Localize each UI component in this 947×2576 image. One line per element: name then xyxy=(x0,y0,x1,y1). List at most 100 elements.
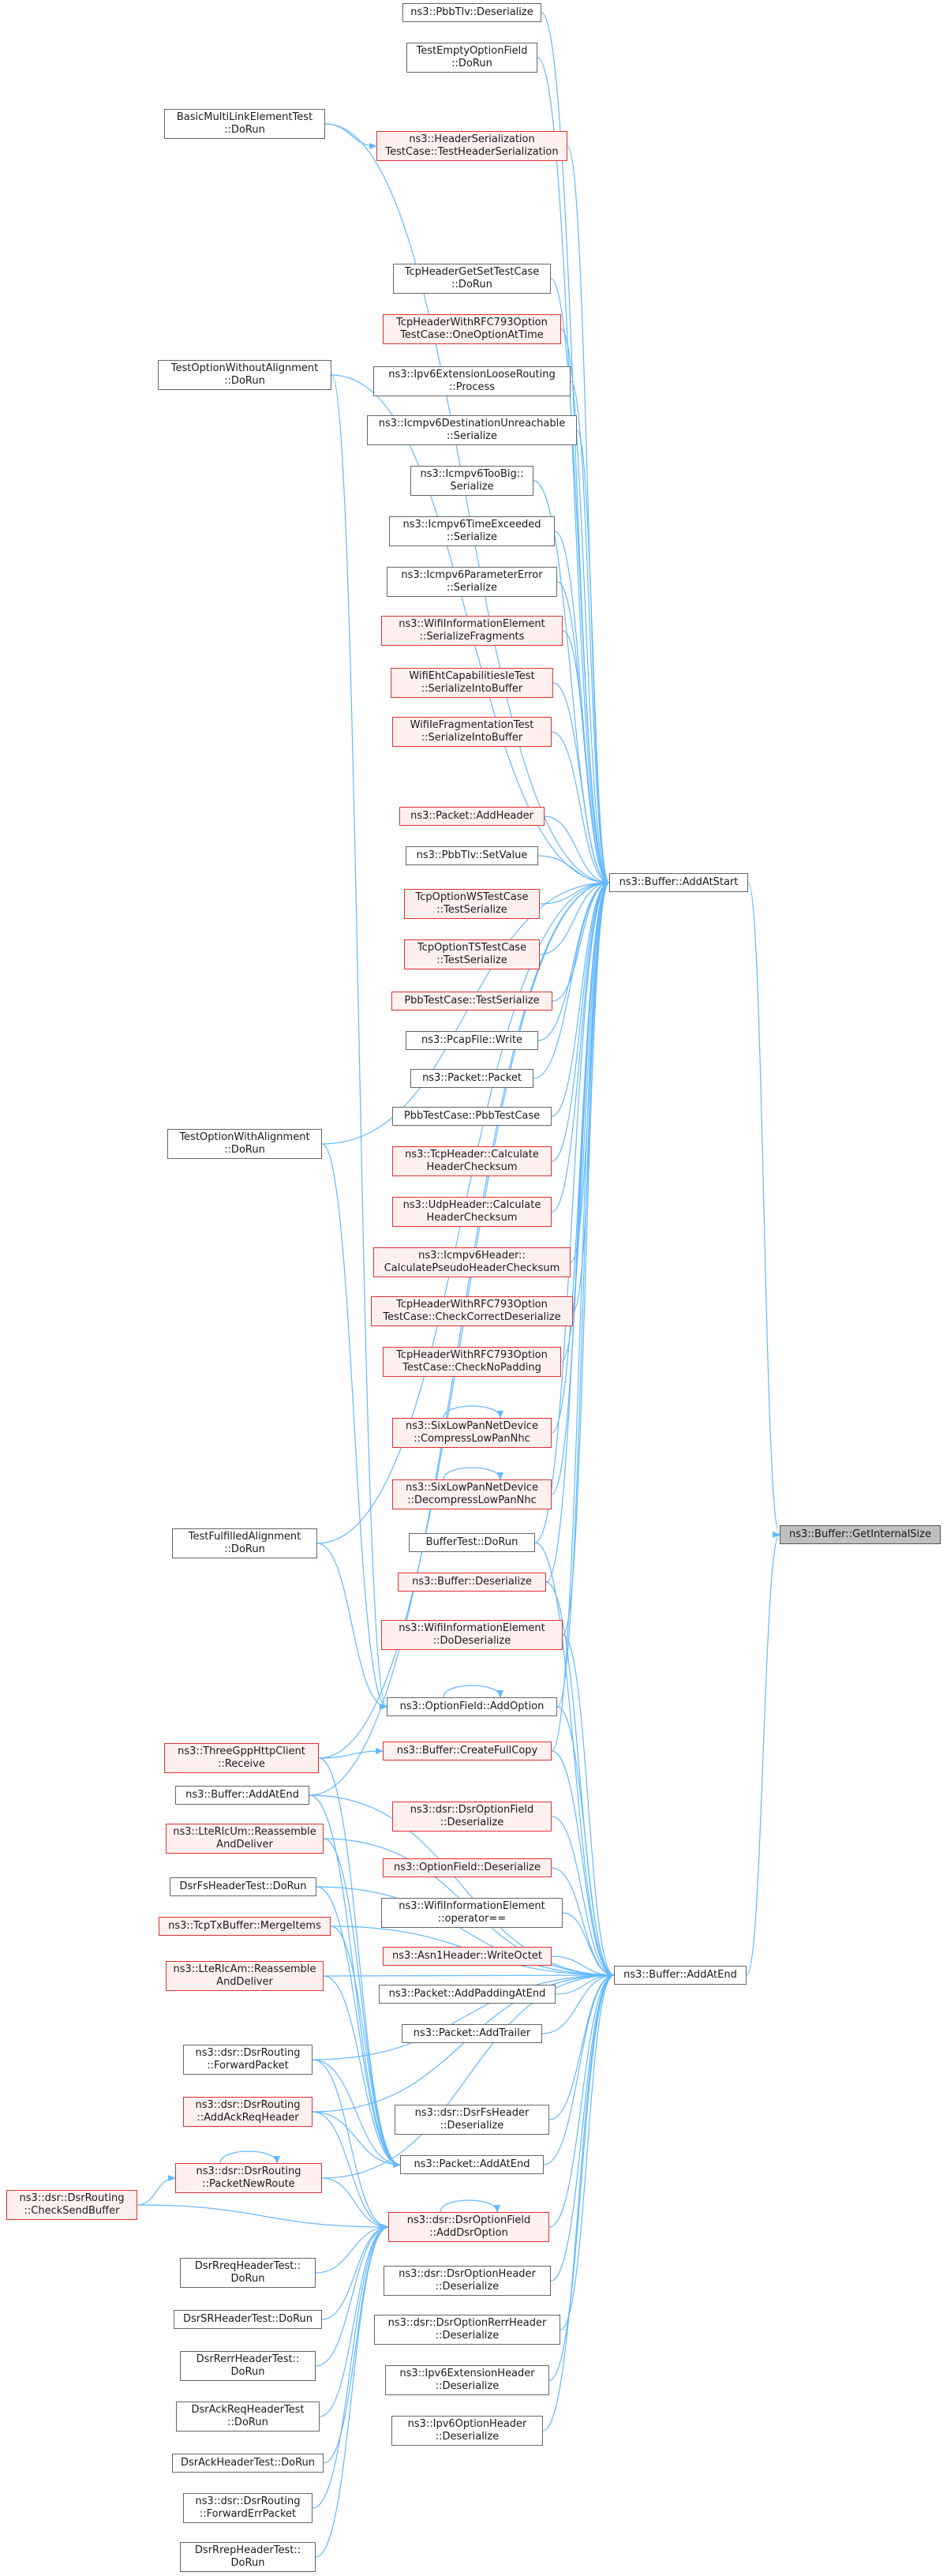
node-packet-add-at-end[interactable]: ns3::Packet::AddAtEnd xyxy=(400,2155,544,2174)
edge-dsr-rerr-header-test-to-dsr-option-field-add-dsr-option xyxy=(315,2224,389,2367)
node-dsr-option-rerr-header-deserialize[interactable]: ns3::dsr::DsrOptionRerrHeader::Deseriali… xyxy=(374,2315,560,2345)
node-label: ns3::Buffer::AddAtEnd xyxy=(185,1789,299,1801)
node-sixlowpan-compress[interactable]: ns3::SixLowPanNetDevice::CompressLowPanN… xyxy=(392,1418,552,1448)
edge-buffer-create-full-copy-to-E xyxy=(551,1750,615,1978)
edge-udp-header-calc-checksum-to-S xyxy=(551,879,610,1213)
node-buffer-deserialize[interactable]: ns3::Buffer::Deserialize xyxy=(398,1573,546,1592)
node-dsr-rreq-header-test[interactable]: DsrRreqHeaderTest::DoRun xyxy=(180,2258,316,2288)
node-label: ns3::Ipv6OptionHeader xyxy=(407,2418,527,2430)
node-label: ns3::OptionField::AddOption xyxy=(399,1700,545,1712)
edge-pcap-file-write-to-S xyxy=(537,879,610,1041)
node-buffer-add-at-start[interactable]: ns3::Buffer::AddAtStart xyxy=(609,873,748,892)
node-label: DoRun xyxy=(230,2557,265,2569)
node-icmpv6-dest-unreachable[interactable]: ns3::Icmpv6DestinationUnreachable::Seria… xyxy=(367,415,577,445)
node-dsr-routing-packet-new-route[interactable]: ns3::dsr::DsrRouting::PacketNewRoute xyxy=(175,2163,322,2193)
edge-dsr-ack-req-header-test-to-dsr-option-field-add-dsr-option xyxy=(319,2224,389,2417)
node-icmpv6-header-calc-pseudo[interactable]: ns3::Icmpv6Header::CalculatePseudoHeader… xyxy=(373,1247,571,1277)
node-label: DsrRreqHeaderTest:: xyxy=(194,2260,301,2272)
node-option-field-add-option[interactable]: ns3::OptionField::AddOption xyxy=(387,1697,557,1716)
node-label: ns3::Packet::AddPaddingAtEnd xyxy=(388,1988,546,2000)
node-test-empty-option-field[interactable]: TestEmptyOptionField::DoRun xyxy=(406,43,537,73)
edge-header-serialization-testcase-to-S xyxy=(567,145,610,886)
node-buffer-add-at-end[interactable]: ns3::Buffer::AddAtEnd xyxy=(614,1966,747,1985)
edge-lte-rlc-am-reassemble-to-E xyxy=(323,1972,615,1979)
node-pbb-testcase-ctor[interactable]: PbbTestCase::PbbTestCase xyxy=(392,1107,552,1126)
node-icmpv6-parameter-error[interactable]: ns3::Icmpv6ParameterError::Serialize xyxy=(387,567,557,597)
node-pbbtlv-set-value[interactable]: ns3::PbbTlv::SetValue xyxy=(406,846,538,865)
node-dsr-fs-header-deserialize[interactable]: ns3::dsr::DsrFsHeader::Deserialize xyxy=(395,2105,549,2135)
node-dsr-rrep-header-test[interactable]: DsrRrepHeaderTest::DoRun xyxy=(180,2542,316,2572)
node-basic-multilink-element-test[interactable]: BasicMultiLinkElementTest::DoRun xyxy=(164,109,325,139)
node-ipv6-ext-loose-routing[interactable]: ns3::Ipv6ExtensionLooseRouting::Process xyxy=(373,366,571,396)
node-dsr-ack-header-test[interactable]: DsrAckHeaderTest::DoRun xyxy=(172,2454,324,2473)
node-label: ::DoRun xyxy=(224,1543,265,1555)
node-label: TestFulfilledAlignment xyxy=(188,1531,301,1543)
node-label: ::CheckSendBuffer xyxy=(24,2205,120,2217)
node-label: HeaderChecksum xyxy=(426,1161,518,1173)
node-dsr-routing-check-send-buffer[interactable]: ns3::dsr::DsrRouting::CheckSendBuffer xyxy=(6,2190,137,2220)
node-packet-add-header[interactable]: ns3::Packet::AddHeader xyxy=(399,807,545,826)
node-tcp-option-ws-testcase[interactable]: TcpOptionWSTestCase::TestSerialize xyxy=(404,889,540,919)
node-label: TcpHeaderGetSetTestCase xyxy=(404,266,540,278)
node-test-fulfilled-alignment[interactable]: TestFulfilledAlignment::DoRun xyxy=(172,1528,317,1558)
node-dsr-routing-forward-err-packet[interactable]: ns3::dsr::DsrRouting::ForwardErrPacket xyxy=(183,2493,313,2523)
node-dsr-rerr-header-test[interactable]: DsrRerrHeaderTest::DoRun xyxy=(180,2351,316,2381)
node-icmpv6-time-exceeded[interactable]: ns3::Icmpv6TimeExceeded::Serialize xyxy=(389,516,555,546)
node-tcp-header-get-set-testcase[interactable]: TcpHeaderGetSetTestCase::DoRun xyxy=(393,264,551,294)
node-icmpv6-too-big[interactable]: ns3::Icmpv6TooBig::Serialize xyxy=(410,466,533,496)
node-dsr-option-field-add-dsr-option[interactable]: ns3::dsr::DsrOptionField::AddDsrOption xyxy=(388,2212,549,2242)
node-label: ns3::dsr::DsrRouting xyxy=(195,2099,301,2111)
edge-wifi-info-operator-eq-to-E xyxy=(562,1912,615,1978)
node-label: HeaderChecksum xyxy=(426,1212,518,1224)
node-dsr-sr-header-test[interactable]: DsrSRHeaderTest::DoRun xyxy=(174,2310,322,2329)
node-packet-packet[interactable]: ns3::Packet::Packet xyxy=(410,1069,533,1088)
node-three-gpp-http-client-receive[interactable]: ns3::ThreeGppHttpClient::Receive xyxy=(164,1743,319,1773)
edge-dsr-fs-header-test-to-packet-add-at-end xyxy=(316,1886,401,2168)
node-sixlowpan-decompress[interactable]: ns3::SixLowPanNetDevice::DecompressLowPa… xyxy=(392,1479,552,1509)
node-label: ::DecompressLowPanNhc xyxy=(407,1494,537,1506)
node-buffer-create-full-copy[interactable]: ns3::Buffer::CreateFullCopy xyxy=(383,1742,552,1760)
node-pbbtlv-deserialize[interactable]: ns3::PbbTlv::Deserialize xyxy=(402,3,541,22)
node-packet-add-padding-at-end[interactable]: ns3::Packet::AddPaddingAtEnd xyxy=(379,1985,556,2004)
node-wifi-info-do-deserialize[interactable]: ns3::WifiInformationElement::DoDeseriali… xyxy=(381,1620,563,1650)
node-label: ns3::dsr::DsrRouting xyxy=(196,2165,301,2177)
node-buffer-test-dorun[interactable]: BufferTest::DoRun xyxy=(409,1533,535,1552)
node-wifi-info-operator-eq[interactable]: ns3::WifiInformationElement::operator== xyxy=(381,1898,563,1928)
node-wifi-eht-capabilities-test[interactable]: WifiEhtCapabilitiesIeTest::SerializeInto… xyxy=(391,668,553,698)
node-ipv6-extension-header-deserialize[interactable]: ns3::Ipv6ExtensionHeader::Deserialize xyxy=(385,2365,549,2395)
node-dsr-routing-add-ack-req[interactable]: ns3::dsr::DsrRouting::AddAckReqHeader xyxy=(183,2097,313,2127)
node-dsr-ack-req-header-test[interactable]: DsrAckReqHeaderTest::DoRun xyxy=(176,2402,320,2432)
node-dsr-option-header-deserialize[interactable]: ns3::dsr::DsrOptionHeader::Deserialize xyxy=(384,2266,551,2296)
node-test-option-with-alignment[interactable]: TestOptionWithAlignment::DoRun xyxy=(167,1129,322,1159)
node-label: ns3::UdpHeader::Calculate xyxy=(402,1199,541,1211)
node-label: ns3::dsr::DsrFsHeader xyxy=(414,2107,530,2119)
node-option-field-deserialize[interactable]: ns3::OptionField::Deserialize xyxy=(383,1858,552,1877)
node-label: ns3::Icmpv6DestinationUnreachable xyxy=(378,418,566,429)
node-label: DsrRrepHeaderTest:: xyxy=(194,2544,301,2556)
node-tcp-tx-buffer-merge[interactable]: ns3::TcpTxBuffer::MergeItems xyxy=(159,1917,331,1936)
node-dsr-option-field-deserialize[interactable]: ns3::dsr::DsrOptionField::Deserialize xyxy=(392,1802,552,1832)
node-test-option-without-alignment[interactable]: TestOptionWithoutAlignment::DoRun xyxy=(158,360,331,390)
node-buffer-add-at-end-small[interactable]: ns3::Buffer::AddAtEnd xyxy=(175,1786,309,1805)
node-wifi-info-serialize-fragments[interactable]: ns3::WifiInformationElement::SerializeFr… xyxy=(381,616,563,646)
node-label: ::Deserialize xyxy=(435,2330,500,2342)
node-pbb-testcase-test-serialize[interactable]: PbbTestCase::TestSerialize xyxy=(391,992,552,1011)
node-dsr-fs-header-test[interactable]: DsrFsHeaderTest::DoRun xyxy=(170,1877,316,1896)
node-ipv6-option-header-deserialize[interactable]: ns3::Ipv6OptionHeader::Deserialize xyxy=(391,2416,543,2446)
node-wifi-ie-fragmentation-test[interactable]: WifiIeFragmentationTest::SerializeIntoBu… xyxy=(392,717,552,747)
node-label: TcpHeaderWithRFC793Option xyxy=(396,317,548,328)
node-tcp-option-ts-testcase[interactable]: TcpOptionTSTestCase::TestSerialize xyxy=(404,939,540,969)
node-dsr-routing-forward-packet[interactable]: ns3::dsr::DsrRouting::ForwardPacket xyxy=(183,2045,313,2075)
node-packet-add-trailer[interactable]: ns3::Packet::AddTrailer xyxy=(402,2024,542,2043)
node-pcap-file-write[interactable]: ns3::PcapFile::Write xyxy=(406,1031,538,1050)
node-asn1-header-write-octet[interactable]: ns3::Asn1Header::WriteOctet xyxy=(383,1947,552,1966)
edge-packet-add-at-end-to-E xyxy=(543,1972,615,2165)
